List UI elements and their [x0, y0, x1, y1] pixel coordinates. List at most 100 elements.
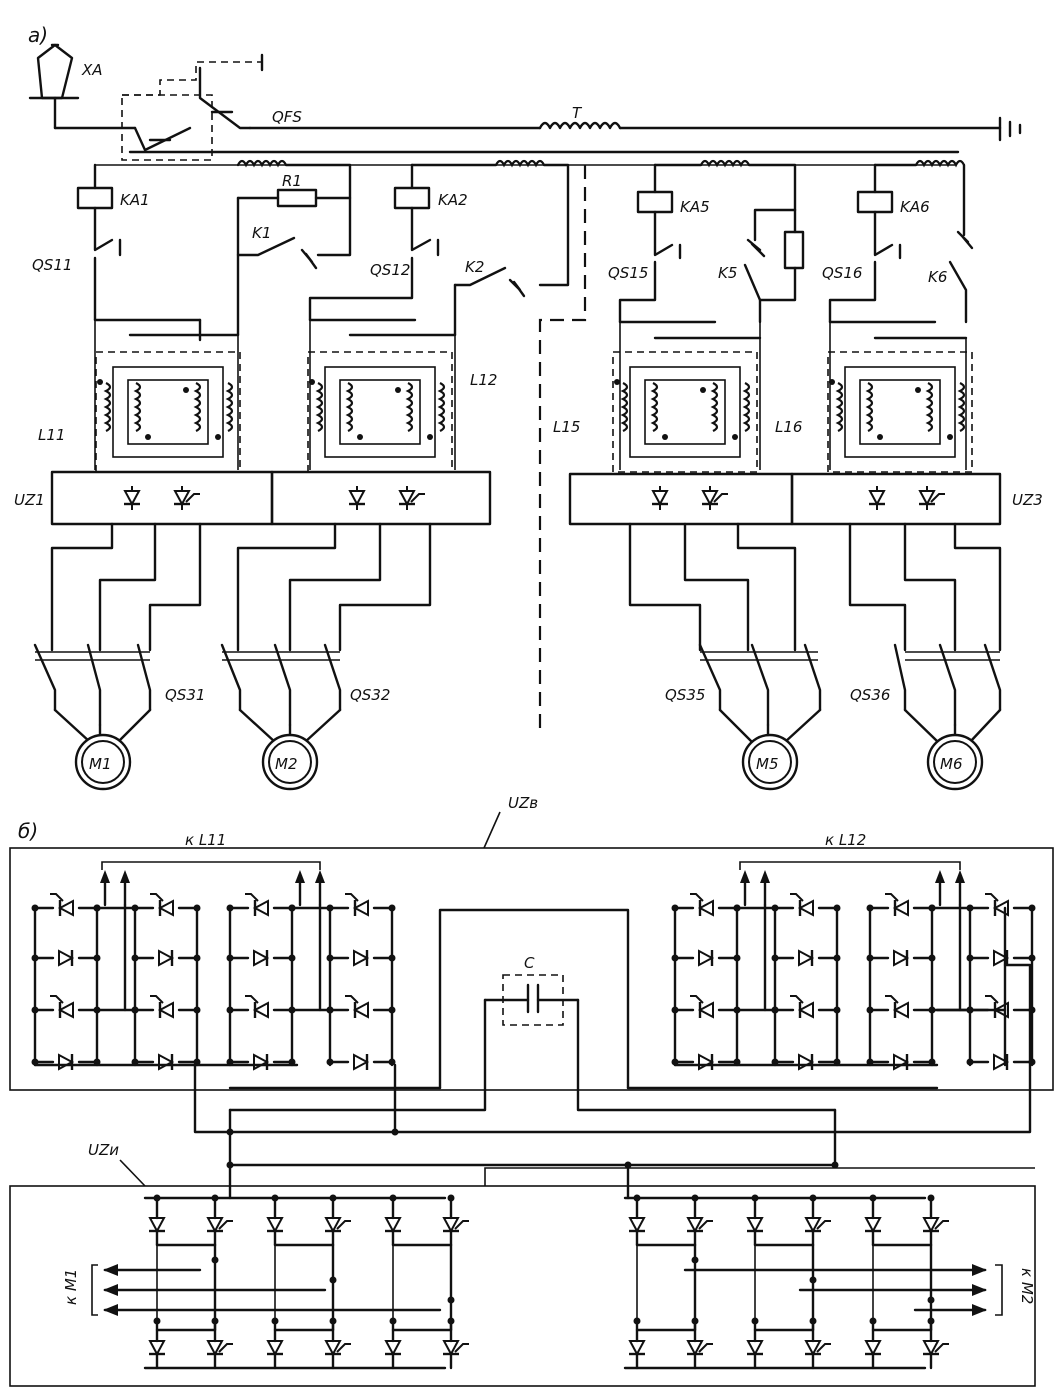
relay-ka2-icon [393, 186, 431, 210]
converter-uz1-label: UZ1 [14, 491, 45, 509]
thyristor-icon [323, 1216, 353, 1233]
inverter-frame [9, 1185, 1036, 1387]
output-m1-arrows [103, 1264, 442, 1316]
thyristor-icon [688, 892, 715, 918]
diode-icon [697, 948, 714, 968]
diode-icon [797, 1052, 814, 1072]
motor-m1-label: M1 [89, 755, 112, 773]
breaker-label: QFS [272, 108, 302, 126]
diode-icon [863, 1339, 883, 1356]
converter-uz3-label: UZ3 [1012, 491, 1043, 509]
channel-5: KA5 QS15 K5 L15 [553, 159, 822, 791]
reactor-l16-icon [828, 352, 972, 472]
thyristor-icon [921, 1216, 951, 1233]
switch-qs35-icon [698, 643, 822, 744]
thyristor-icon [441, 1216, 471, 1233]
diode-icon [797, 948, 814, 968]
reactor-l11-label: L11 [38, 426, 65, 444]
relay-ka1-icon [76, 186, 114, 210]
motor-m5-label: M5 [756, 755, 779, 773]
pantograph-label: XA [81, 61, 103, 79]
output-m2-arrows [683, 1264, 987, 1316]
inverter-bridge-m2 [623, 1194, 951, 1370]
reactor-l11-icon [96, 352, 240, 472]
rectifier-module-3 [671, 870, 841, 1072]
to-l11-label: к L11 [185, 831, 226, 849]
converter-uz3-second-block [790, 472, 1002, 526]
motor-m6-label: M6 [940, 755, 963, 773]
diode-icon [265, 1216, 285, 1233]
diode-icon [157, 1052, 174, 1072]
motor-m2-label: M2 [275, 755, 298, 773]
thyristor-icon [323, 1339, 353, 1356]
thyristor-icon [148, 892, 175, 918]
thyristor-icon [788, 994, 815, 1020]
diode-icon [265, 1339, 285, 1356]
thyristor-icon [205, 1216, 235, 1233]
channel-6: KA6 QS16 K6 L16 [775, 159, 1043, 791]
transformer-icon [538, 121, 622, 130]
main-breaker [121, 53, 264, 161]
disconnector-qs15-label: QS15 [608, 264, 648, 282]
part-b: б) UZв к L11 к L12 C UZи [9, 794, 1054, 1387]
reactor-l15-icon [613, 352, 757, 472]
relay-ka5-label: KA5 [680, 198, 710, 216]
channel-1: KA1 QS11 R1 K1 L11 UZ1 [14, 159, 352, 791]
diode-icon [352, 1052, 369, 1072]
diode-icon [383, 1339, 403, 1356]
switch-qs31-label: QS31 [165, 686, 205, 704]
diode-icon [863, 1216, 883, 1233]
relay-ka2-label: KA2 [438, 191, 468, 209]
diode-icon [383, 1216, 403, 1233]
to-m2-label: к М2 [1018, 1268, 1036, 1304]
to-l12-label: к L12 [825, 831, 866, 849]
switch-qs36-icon [893, 643, 1002, 744]
thyristor-icon [685, 1339, 715, 1356]
diode-icon [892, 1052, 909, 1072]
capacitor-label: C [524, 954, 535, 972]
switch-qs32-label: QS32 [350, 686, 390, 704]
relay-ka1-label: KA1 [120, 191, 150, 209]
contactor-k1-label: K1 [252, 224, 271, 242]
diode-icon [627, 1216, 647, 1233]
inverter-bridge-m1 [143, 1194, 471, 1370]
diode-icon [57, 948, 74, 968]
rectifier-label: UZв [508, 794, 538, 812]
to-m1-label: к М1 [62, 1269, 80, 1305]
switch-qs32-icon [220, 643, 342, 744]
diode-icon [252, 1052, 269, 1072]
diode-icon [627, 1339, 647, 1356]
switch-qs35-label: QS35 [665, 686, 705, 704]
resistor-r1-label: R1 [282, 172, 302, 190]
contactor-k6-label: K6 [928, 268, 947, 286]
contactor-k5-label: K5 [718, 264, 737, 282]
transformer-label: T [572, 104, 583, 122]
pantograph-icon [28, 43, 80, 130]
capacitor-icon [483, 974, 580, 1026]
rectifier-bridges [31, 870, 1036, 1090]
part-b-label: б) [18, 819, 38, 843]
inverter-label: UZи [88, 1141, 119, 1159]
rectifier-module-1 [31, 870, 201, 1072]
relay-ka5-icon [636, 190, 674, 214]
thyristor-icon [883, 994, 910, 1020]
thyristor-icon [148, 994, 175, 1020]
disconnector-qs12-label: QS12 [370, 261, 410, 279]
relay-ka6-label: KA6 [900, 198, 930, 216]
resistor-r1-icon [276, 188, 318, 208]
relay-ka6-icon [856, 190, 894, 214]
thyristor-icon [685, 1216, 715, 1233]
reactor-l12-label: L12 [470, 371, 497, 389]
diode-icon [352, 948, 369, 968]
converter-uz1-second-block [270, 470, 492, 526]
switch-qs36-label: QS36 [850, 686, 890, 704]
resistor-r5-icon [783, 230, 805, 270]
thyristor-icon [343, 994, 370, 1020]
diode-icon [745, 1339, 765, 1356]
rectifier-module-2 [226, 870, 396, 1072]
diode-icon [892, 948, 909, 968]
thyristor-icon [48, 892, 75, 918]
disconnector-qs11-label: QS11 [32, 256, 72, 274]
diode-icon [252, 948, 269, 968]
